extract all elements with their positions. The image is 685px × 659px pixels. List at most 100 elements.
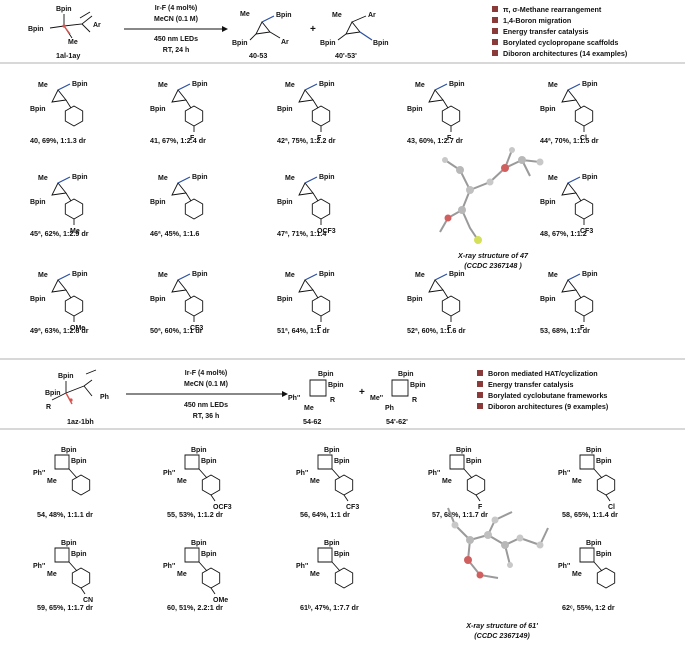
feature-bullet-icon: [477, 381, 483, 387]
bpin-label: Bpin: [192, 81, 208, 88]
product-b-label: 40'-53': [335, 51, 357, 60]
xray-47-ccdc: (CCDC 2367148 ): [464, 261, 522, 270]
boron-bond: [567, 83, 581, 91]
product-label: 43, 60%, 1:2.7 dr: [407, 136, 463, 145]
product-label: 60, 51%, 2.2:1 dr: [167, 603, 223, 612]
benzene-ring: [71, 474, 91, 496]
cyclopropane-ring: [428, 89, 444, 103]
bpin-label: Bpin: [582, 174, 598, 181]
substituent-label: OMe: [213, 597, 228, 604]
substituent-label: F: [317, 135, 322, 142]
feature-bullet-icon: [477, 370, 483, 376]
bpin-label: Bpin: [466, 458, 482, 465]
reactant2-bpin-left: Bpin: [45, 390, 61, 397]
substituent-label: F: [580, 325, 585, 332]
bpin-label: Bpin: [30, 106, 46, 113]
boron-bond: [567, 273, 581, 281]
substituent-bond: [475, 494, 481, 502]
me-label: Me: [158, 175, 168, 182]
aryl-bond: [68, 468, 78, 479]
aryl-bond: [442, 289, 449, 299]
bpin-label: Bpin: [150, 199, 166, 206]
product2b-r: R: [412, 397, 417, 404]
bpin-label: Bpin: [72, 174, 88, 181]
benzene-ring: [184, 295, 204, 317]
benzene-ring: [574, 198, 594, 220]
bpin-label: Bpin: [319, 174, 335, 181]
ph-label: Ph'': [558, 563, 571, 570]
cyclopropane-ring: [561, 279, 577, 293]
cyclobutane-ring: [579, 454, 595, 470]
bpin-label: Bpin: [277, 199, 293, 206]
benzene-ring: [184, 105, 204, 127]
ph-label: Ph'': [558, 470, 571, 477]
aryl-bond: [312, 192, 319, 202]
product-b-ar: Ar: [368, 12, 376, 19]
bpin-label: Bpin: [191, 447, 207, 454]
aryl-bond: [593, 468, 603, 479]
aryl-bond: [68, 561, 78, 572]
boron-bond: [304, 176, 318, 184]
bpin-label: Bpin: [596, 551, 612, 558]
me-label: Me: [572, 571, 582, 578]
cyclobutane-ring: [184, 454, 200, 470]
substituent-label: F: [317, 325, 322, 332]
cyclopropane-ring: [561, 89, 577, 103]
product2b-me: Me'': [370, 395, 383, 402]
aryl-bond: [185, 99, 192, 109]
bpin-label: Bpin: [407, 296, 423, 303]
cyclobutane-ring: [579, 547, 595, 563]
aryl-bond: [65, 99, 72, 109]
bpin-label: Bpin: [596, 458, 612, 465]
substituent-label: Cl: [580, 135, 587, 142]
scheme1-catalyst: Ir-F (4 mol%): [155, 5, 197, 12]
cyclopropane-ring: [51, 89, 67, 103]
boron-bond: [304, 83, 318, 91]
substituent-label: CF3: [580, 228, 593, 235]
feature-item: Energy transfer catalysis: [488, 380, 574, 389]
bpin-label: Bpin: [277, 296, 293, 303]
product-label: 62ᶜ, 55%, 1:2 dr: [562, 603, 615, 612]
me-label: Me: [548, 82, 558, 89]
feature-bullet-icon: [492, 39, 498, 45]
me-label: Me: [548, 175, 558, 182]
bpin-label: Bpin: [71, 458, 87, 465]
benzene-ring: [334, 567, 354, 589]
substituent-label: F: [190, 135, 195, 142]
benzene-ring: [441, 105, 461, 127]
bpin-label: Bpin: [201, 458, 217, 465]
scheme1-solvent: MeCN (0.1 M): [154, 16, 198, 23]
scheme2-light: 450 nm LEDs: [184, 402, 228, 409]
product-label: 59, 65%, 1:1.7 dr: [37, 603, 93, 612]
product-label: 51ª, 64%, 1:1 dr: [277, 326, 330, 335]
product2a-ph: Ph'': [288, 395, 301, 402]
product2a-label: 54-62: [303, 417, 321, 426]
scheme1-arrow: Ir-F (4 mol%) MeCN (0.1 M) 450 nm LEDs R…: [124, 5, 228, 54]
scheme2-product-a: Bpin Bpin Ph'' Me R 54-62: [288, 371, 344, 426]
aryl-bond: [185, 192, 192, 202]
feature-bullet-icon: [492, 17, 498, 23]
feature-bullet-icon: [492, 6, 498, 12]
product-label: 53, 68%, 1:1 dr: [540, 326, 590, 335]
substituent-label: F: [447, 325, 452, 332]
boron-bond: [57, 273, 71, 281]
product-label: 48, 67%, 1:1.2: [540, 229, 587, 238]
aryl-bond: [575, 289, 582, 299]
product-b-bpin-left: Bpin: [320, 40, 336, 47]
cyclopropane-ring: [51, 182, 67, 196]
cyclobutane-ring: [317, 454, 333, 470]
substituent-label: CF3: [346, 504, 359, 511]
product2b-label: 54'-62': [386, 417, 408, 426]
me-label: Me: [442, 478, 452, 485]
scheme1-plus: +: [310, 24, 316, 35]
bpin-label: Bpin: [192, 174, 208, 181]
xray-61prime-ccdc: (CCDC 2367149): [474, 631, 530, 640]
product2b-ph: Ph: [385, 405, 394, 412]
me-label: Me: [310, 571, 320, 578]
product-label: 56, 64%, 1:1 dr: [300, 510, 350, 519]
